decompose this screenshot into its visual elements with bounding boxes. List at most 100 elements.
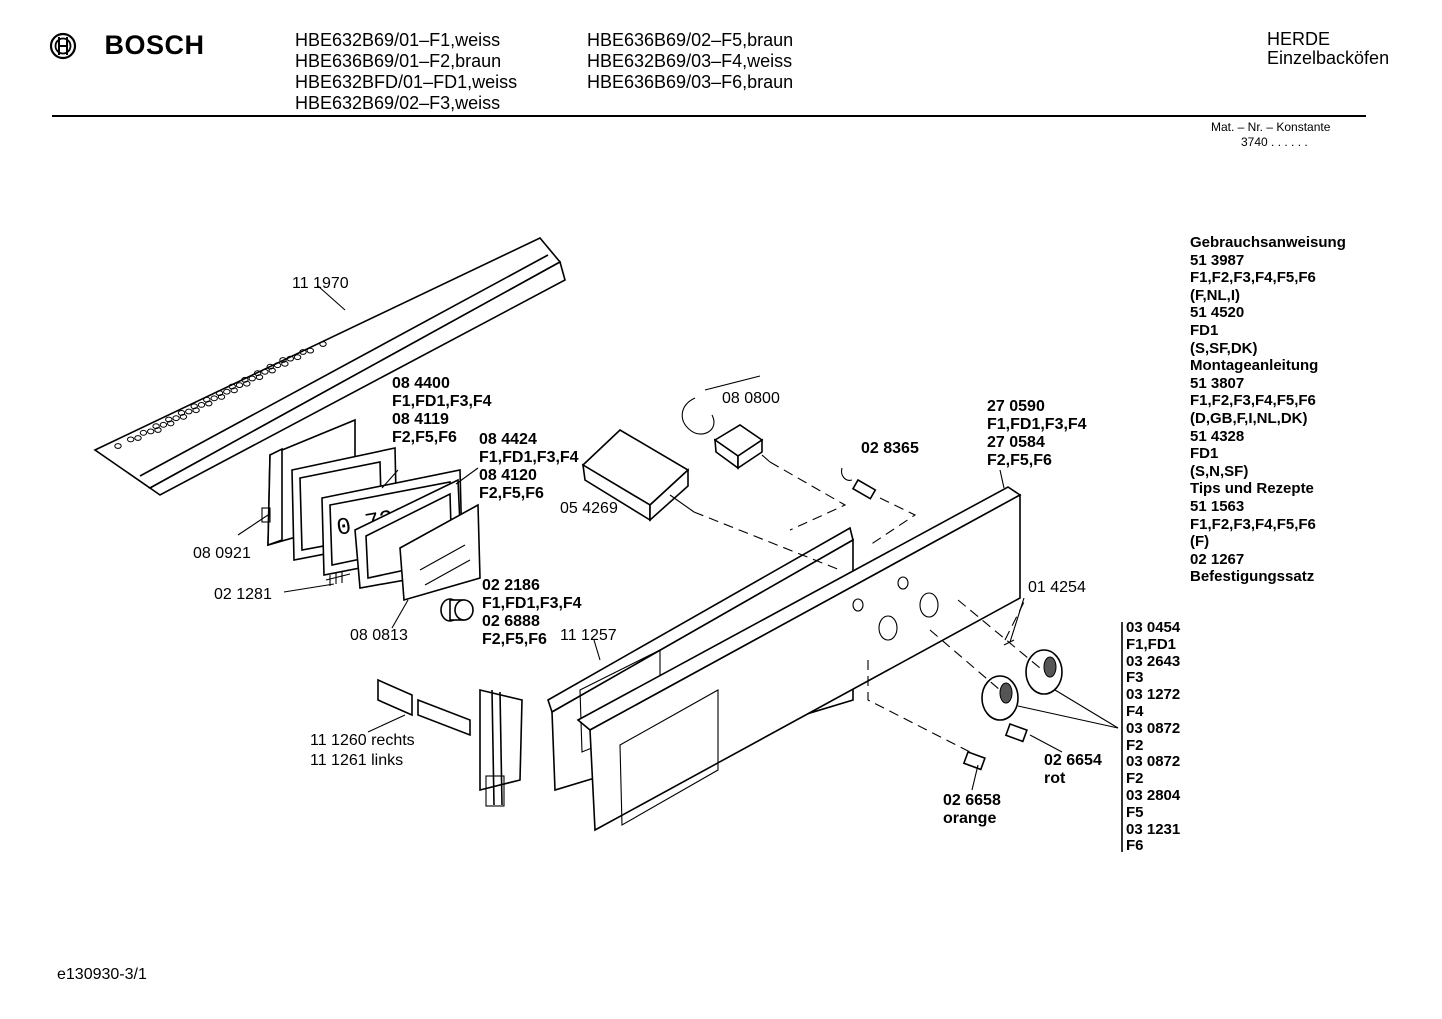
- part-variants: F1,FD1,F3,F4: [392, 393, 492, 410]
- knob-item: 03 0454: [1126, 619, 1181, 636]
- header-rule: [52, 115, 1366, 117]
- side-rails: [377, 678, 523, 807]
- doc-item: Befestigungssatz: [1190, 568, 1315, 586]
- vent-hole: [152, 423, 160, 430]
- vent-hole: [185, 408, 193, 415]
- part-variants: F2,F5,F6: [987, 452, 1052, 469]
- leader-111257: [593, 639, 601, 661]
- doc-item: F1,F2,F3,F4,F5,F6: [1190, 392, 1316, 410]
- knob-list: 03 0454 F1,FD1 03 2643 F3 03 1272 F4 03 …: [1126, 619, 1181, 855]
- part-variants: F2,F5,F6: [479, 485, 544, 502]
- vent-hole: [134, 435, 142, 441]
- vent-hole: [210, 395, 218, 402]
- doc-item: 51 1563: [1190, 497, 1245, 515]
- vent-hole: [281, 360, 289, 367]
- assembly-dash-lines: [693, 461, 1041, 753]
- vent-hole: [273, 362, 282, 369]
- label-021281: 02 1281: [214, 586, 272, 603]
- part-number: 27 0584: [987, 434, 1045, 451]
- doc-item: FD1: [1190, 321, 1219, 339]
- label-111257: 11 1257: [560, 627, 617, 644]
- label-084424: 08 4424 F1,FD1,F3,F4 08 4120 F2,F5,F6: [479, 431, 579, 503]
- knob-item: F3: [1126, 669, 1144, 687]
- mat-nr-label: Mat. – Nr. – Konstante: [1211, 120, 1331, 134]
- model-item: HBE636B69/01–F2,braun: [295, 51, 502, 71]
- vent-hole: [248, 375, 256, 382]
- vent-hole: [154, 427, 162, 433]
- label-026654: 02 6654 rot: [1044, 752, 1102, 788]
- doc-item: 51 3987: [1190, 251, 1245, 269]
- doc-item: FD1: [1190, 445, 1219, 463]
- doc-item: F1,F2,F3,F4,F5,F6: [1190, 515, 1316, 533]
- vent-hole: [190, 403, 198, 410]
- part-variants: F1,FD1,F3,F4: [987, 416, 1087, 433]
- vent-hole: [197, 402, 206, 408]
- part-number: 08 4400: [392, 375, 450, 392]
- label-028365: 02 8365: [861, 440, 919, 457]
- label-084400: 08 4400 F1,FD1,F3,F4 08 4119 F2,F5,F6: [392, 375, 492, 447]
- label-080800: 08 0800: [722, 390, 780, 407]
- knob-item: 03 2643: [1126, 652, 1181, 670]
- category-title: HERDE: [1267, 29, 1331, 49]
- part-number: 11 1261 links: [310, 752, 404, 769]
- category-subtitle: Einzelbacköfen: [1267, 48, 1390, 68]
- lamp-socket: [841, 467, 877, 500]
- vent-strip: [93, 237, 566, 496]
- part-number: 02 2186: [482, 577, 540, 594]
- model-item: HBE632B69/01–F1,weiss: [295, 30, 501, 50]
- doc-item: 51 4520: [1190, 304, 1245, 322]
- bosch-armature-icon: [49, 32, 77, 59]
- doc-item: (S,N,SF): [1190, 462, 1249, 480]
- model-list-col1: HBE632B69/01–F1,weiss HBE636B69/01–F2,br…: [295, 30, 517, 114]
- doc-item: (S,SF,DK): [1190, 339, 1258, 357]
- documentation-list: Gebrauchsanweisung 51 3987 F1,F2,F3,F4,F…: [1190, 234, 1346, 586]
- label-270590: 27 0590 F1,FD1,F3,F4 27 0584 F2,F5,F6: [987, 398, 1087, 470]
- model-item: HBE632B69/02–F3,weiss: [295, 93, 501, 113]
- model-item: HBE636B69/02–F5,braun: [587, 30, 794, 50]
- vent-hole: [255, 374, 264, 381]
- vent-hole: [306, 347, 314, 354]
- model-item: HBE636B69/03–F6,braun: [587, 72, 794, 92]
- leader-080921: [237, 514, 269, 536]
- vent-hole: [167, 420, 175, 427]
- vent-hole: [215, 390, 224, 397]
- mat-nr-value: 3740 . . . . . .: [1241, 135, 1308, 149]
- vent-hole: [179, 413, 188, 420]
- vent-hole: [159, 421, 168, 428]
- knob-item: F2: [1126, 736, 1144, 754]
- doc-item: 02 1267: [1190, 550, 1245, 568]
- vent-hole: [235, 382, 244, 389]
- thermostat: [681, 375, 771, 470]
- vent-hole: [192, 407, 200, 414]
- leader-111970: [317, 285, 346, 311]
- doc-item: 51 4328: [1190, 427, 1245, 445]
- leader-026658: [971, 764, 979, 791]
- doc-item: 51 3807: [1190, 374, 1245, 392]
- label-026658: 02 6658 orange: [943, 792, 1001, 828]
- vent-hole: [172, 415, 180, 422]
- vent-hole: [266, 363, 274, 370]
- part-number: 27 0590: [987, 398, 1045, 415]
- vent-hole: [261, 368, 269, 375]
- doc-item: (F,NL,I): [1190, 286, 1240, 304]
- leader-021281: [283, 583, 335, 593]
- vent-hole: [279, 357, 287, 363]
- vent-hole: [217, 394, 226, 400]
- category-block: HERDE Einzelbacköfen: [1267, 30, 1389, 68]
- label-080921: 08 0921: [193, 545, 251, 562]
- part-color: orange: [943, 810, 997, 827]
- knob-item: 03 0872: [1126, 753, 1181, 771]
- doc-item: Gebrauchsanweisung: [1190, 234, 1346, 251]
- front-panel: [576, 486, 1022, 832]
- bosch-logo: BOSCH: [48, 30, 204, 60]
- leader-080813: [391, 599, 409, 629]
- vent-hole: [223, 388, 231, 395]
- model-list-col2: HBE636B69/02–F5,braun HBE632B69/03–F4,we…: [587, 30, 793, 93]
- part-variants: F2,F5,F6: [392, 429, 457, 446]
- document-id: e130930-3/1: [57, 966, 147, 983]
- leader-084400: [381, 469, 399, 489]
- vent-hole: [319, 341, 327, 347]
- vent-hole: [114, 443, 122, 449]
- leader-knobs-b: [1017, 705, 1119, 729]
- timer-box: [581, 429, 695, 522]
